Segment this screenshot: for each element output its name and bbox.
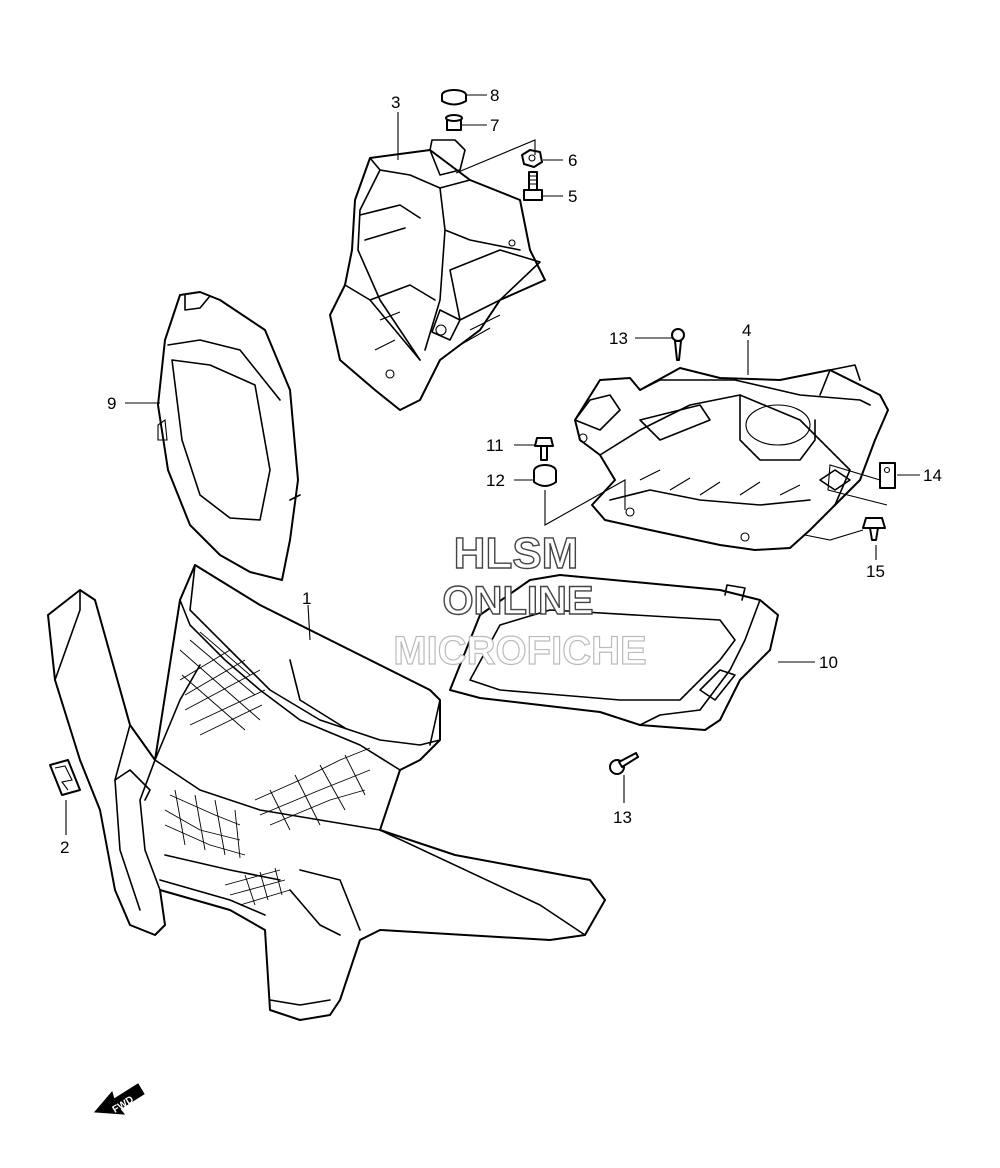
callout-2: 2 [60, 838, 69, 857]
part-9-left-headlight-cover[interactable] [157, 291, 301, 581]
watermark-line-3: MICROFICHE [393, 629, 646, 673]
callout-14: 14 [923, 466, 942, 485]
part-8-grommet[interactable] [441, 89, 467, 106]
part-14-clip-nut[interactable] [879, 462, 896, 489]
callout-8: 8 [490, 86, 499, 105]
part-5-bolt[interactable] [523, 171, 543, 201]
callout-13-upper: 13 [609, 329, 628, 348]
callout-1: 1 [302, 589, 311, 608]
leader-lines [65, 94, 920, 835]
part-1-front-fender[interactable] [47, 564, 606, 1021]
callout-7: 7 [490, 116, 499, 135]
part-13-screw-lower[interactable] [609, 752, 639, 775]
part-6-nut[interactable] [521, 149, 543, 168]
part-2-emblem[interactable] [49, 759, 81, 796]
part-7-collar[interactable] [445, 114, 463, 131]
watermark: HLSM ONLINE MICROFICHE [393, 528, 648, 673]
part-11-bolt[interactable] [534, 437, 554, 461]
callout-6: 6 [568, 151, 577, 170]
callout-11: 11 [486, 436, 504, 455]
watermark-line-2: ONLINE [442, 579, 593, 623]
part-10-right-headlight-cover[interactable] [449, 574, 779, 731]
callout-12: 12 [486, 471, 505, 490]
part-15-clip[interactable] [862, 517, 886, 541]
part-12-grommet[interactable] [533, 464, 557, 487]
part-4-lower-bracket[interactable] [574, 364, 889, 551]
callout-13-lower: 13 [613, 808, 632, 827]
callout-4: 4 [742, 321, 751, 340]
fwd-direction-arrow: FWD [93, 1083, 145, 1116]
callout-15: 15 [866, 562, 885, 581]
callout-labels: 1 2 3 4 5 6 7 8 9 10 11 12 13 13 14 15 [60, 86, 942, 857]
callout-5: 5 [568, 187, 577, 206]
callout-3: 3 [391, 93, 400, 112]
part-3-headlight-housing[interactable] [329, 139, 546, 411]
watermark-line-1: HLSM [454, 529, 579, 578]
callout-9: 9 [107, 394, 116, 413]
callout-10: 10 [819, 653, 838, 672]
part-13-screw-upper[interactable] [671, 328, 685, 361]
